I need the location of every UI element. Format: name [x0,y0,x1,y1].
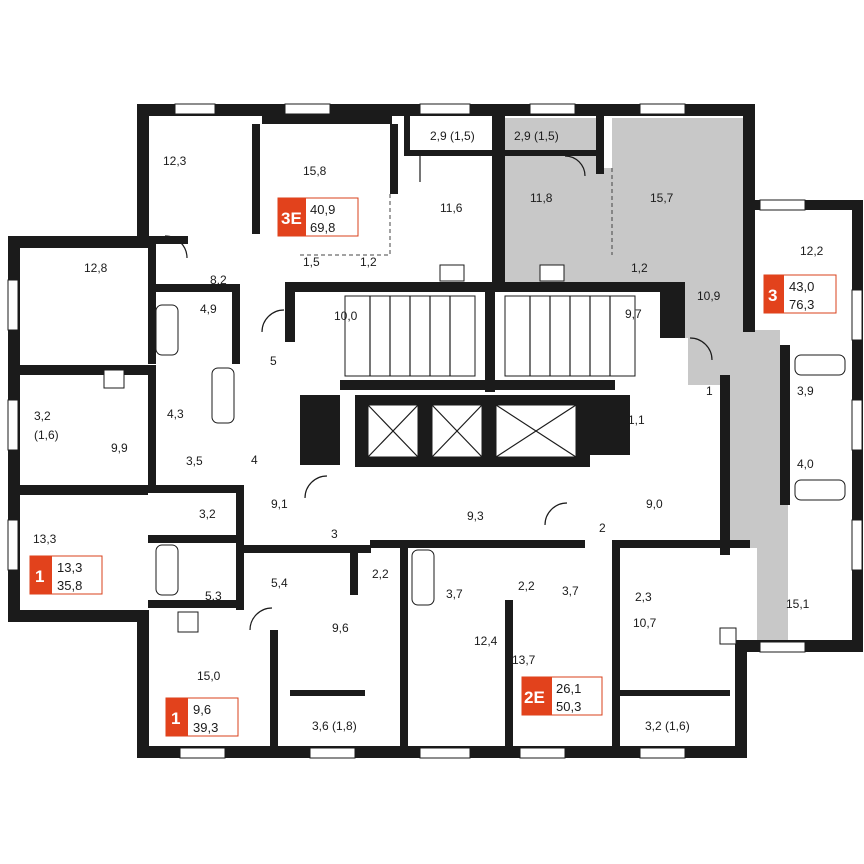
badge-total: 69,8 [310,220,335,235]
room-label: 5,3 [205,589,222,603]
room-label: 15,7 [650,191,674,205]
room-label: 10,9 [697,289,721,303]
stairwell [344,295,636,377]
room-label: 3,2 (1,6) [645,719,690,733]
room-label: 4,9 [200,302,217,316]
room-label: 3,9 [797,384,814,398]
room-label: 9,7 [625,307,642,321]
badge-total: 76,3 [789,297,814,312]
room-label: 10,7 [633,616,657,630]
room-label: 12,3 [163,154,187,168]
room-label: 1 [706,384,713,398]
room-label: 8,2 [210,273,227,287]
badge-code: 2E [524,688,545,707]
apartment-badge-3: 3 43,0 76,3 [763,274,837,314]
room-label: 4 [251,453,258,467]
room-label: 9,6 [332,621,349,635]
room-label: 13,3 [33,532,57,546]
room-label: 12,2 [800,244,824,258]
room-label: 4,0 [797,457,814,471]
room-label: 2,2 [372,567,389,581]
badge-code: 1 [171,709,180,728]
room-label: 15,0 [197,669,221,683]
badge-living: 26,1 [556,681,581,696]
apartment-badge-2e: 2E 26,1 50,3 [521,676,603,716]
room-label: 15,8 [303,164,327,178]
room-label: 1,1 [628,413,645,427]
badge-code: 1 [35,567,44,586]
room-label: 10,0 [334,309,358,323]
apartment-badge-3e: 3E 40,9 69,8 [277,197,359,237]
badge-living: 43,0 [789,279,814,294]
badge-living: 13,3 [57,560,82,575]
room-label: 13,7 [512,653,536,667]
room-label: 2,9 (1,5) [514,129,559,143]
room-label: 15,1 [786,597,810,611]
room-label: 1,2 [360,255,377,269]
room-label: 5,4 [271,576,288,590]
room-label: 12,4 [474,634,498,648]
room-label: 1,2 [631,261,648,275]
room-label: 5 [270,354,277,368]
room-label: 1,5 [303,255,320,269]
room-label: 9,9 [111,441,128,455]
room-label: 9,0 [646,497,663,511]
badge-total: 50,3 [556,699,581,714]
room-label: 9,3 [467,509,484,523]
room-label: 11,6 [440,201,463,215]
room-label: 12,8 [84,261,108,275]
bathroom-fixtures [103,264,846,645]
room-label: 3,7 [446,587,463,601]
room-label: 3,7 [562,584,579,598]
badge-living: 9,6 [193,702,211,717]
room-label: 3,6 (1,8) [312,719,357,733]
room-label: 9,1 [271,497,288,511]
badge-code: 3E [281,209,302,228]
highlighted-apartment-3 [505,118,788,648]
room-label: 3 [331,527,338,541]
room-labels: 12,3 15,8 2,9 (1,5) 2,9 (1,5) 11,8 15,7 … [33,129,824,733]
room-label: (1,6) [34,428,59,442]
room-label: 3,5 [186,454,203,468]
room-label: 2,2 [518,579,535,593]
badge-total: 35,8 [57,578,82,593]
apartment-badge-1-bottom: 1 9,6 39,3 [165,697,239,737]
doors [164,155,713,631]
room-label: 2,3 [635,590,652,604]
badge-code: 3 [768,286,777,305]
apartment-badge-1-left: 1 13,3 35,8 [29,555,103,595]
badge-living: 40,9 [310,202,335,217]
badge-total: 39,3 [193,720,218,735]
room-label: 3,2 [199,507,216,521]
room-label: 2 [599,521,606,535]
elevators [355,395,590,467]
room-label: 4,3 [167,407,184,421]
interior-walls [148,116,790,758]
room-label: 2,9 (1,5) [430,129,475,143]
windows [7,103,863,759]
room-label: 11,8 [530,191,553,205]
room-label: 3,2 [34,409,51,423]
